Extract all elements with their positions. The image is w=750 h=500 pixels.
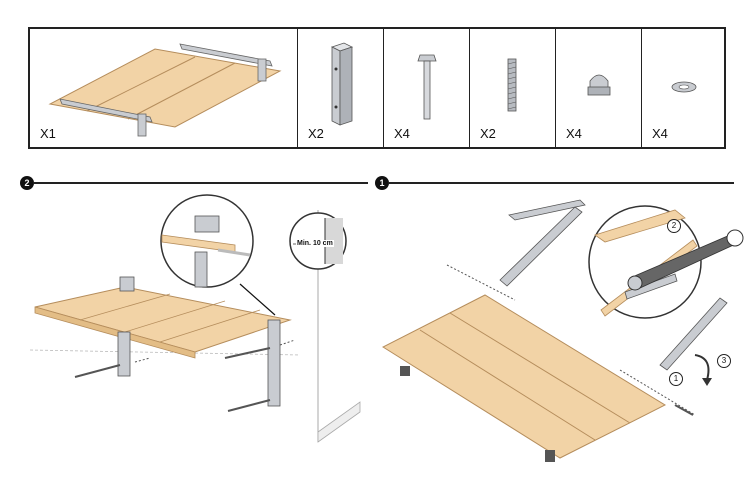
- step-2-illustration: [29, 194, 361, 443]
- table-top-assembly-icon: [48, 43, 282, 137]
- callout-number-2: 2: [667, 219, 681, 233]
- part-qty: X1: [40, 126, 56, 141]
- step-1-illustration: [381, 199, 744, 462]
- part-qty: X4: [566, 126, 582, 141]
- part-qty: X4: [394, 126, 410, 141]
- part-cell-bolt: X4: [384, 29, 470, 147]
- washer-icon: [671, 81, 697, 93]
- threaded-rod-icon: [507, 58, 517, 112]
- part-qty: X2: [308, 126, 324, 141]
- part-cell-cap-nut: X4: [556, 29, 642, 147]
- cap-nut-icon: [587, 74, 611, 96]
- part-qty: X4: [652, 126, 668, 141]
- part-qty: X2: [480, 126, 496, 141]
- step-1-badge: 1: [375, 176, 389, 190]
- step-2-divider: [34, 182, 368, 184]
- step-2-badge: 2: [20, 176, 34, 190]
- part-cell-washer: X4: [642, 29, 724, 147]
- part-cell-threaded-rod: X2: [470, 29, 556, 147]
- part-cell-leg-tube: X2: [298, 29, 384, 147]
- square-leg-tube-icon: [330, 42, 354, 126]
- min-clearance-label: Min. 10 cm: [296, 240, 334, 247]
- hex-bolt-icon: [417, 54, 437, 120]
- callout-number-3: 3: [717, 354, 731, 368]
- step-1-divider: [389, 182, 734, 184]
- parts-list-table: X1 X2 X4 X2: [28, 27, 726, 149]
- part-cell-table-top: X1: [30, 29, 298, 147]
- callout-number-1: 1: [669, 372, 683, 386]
